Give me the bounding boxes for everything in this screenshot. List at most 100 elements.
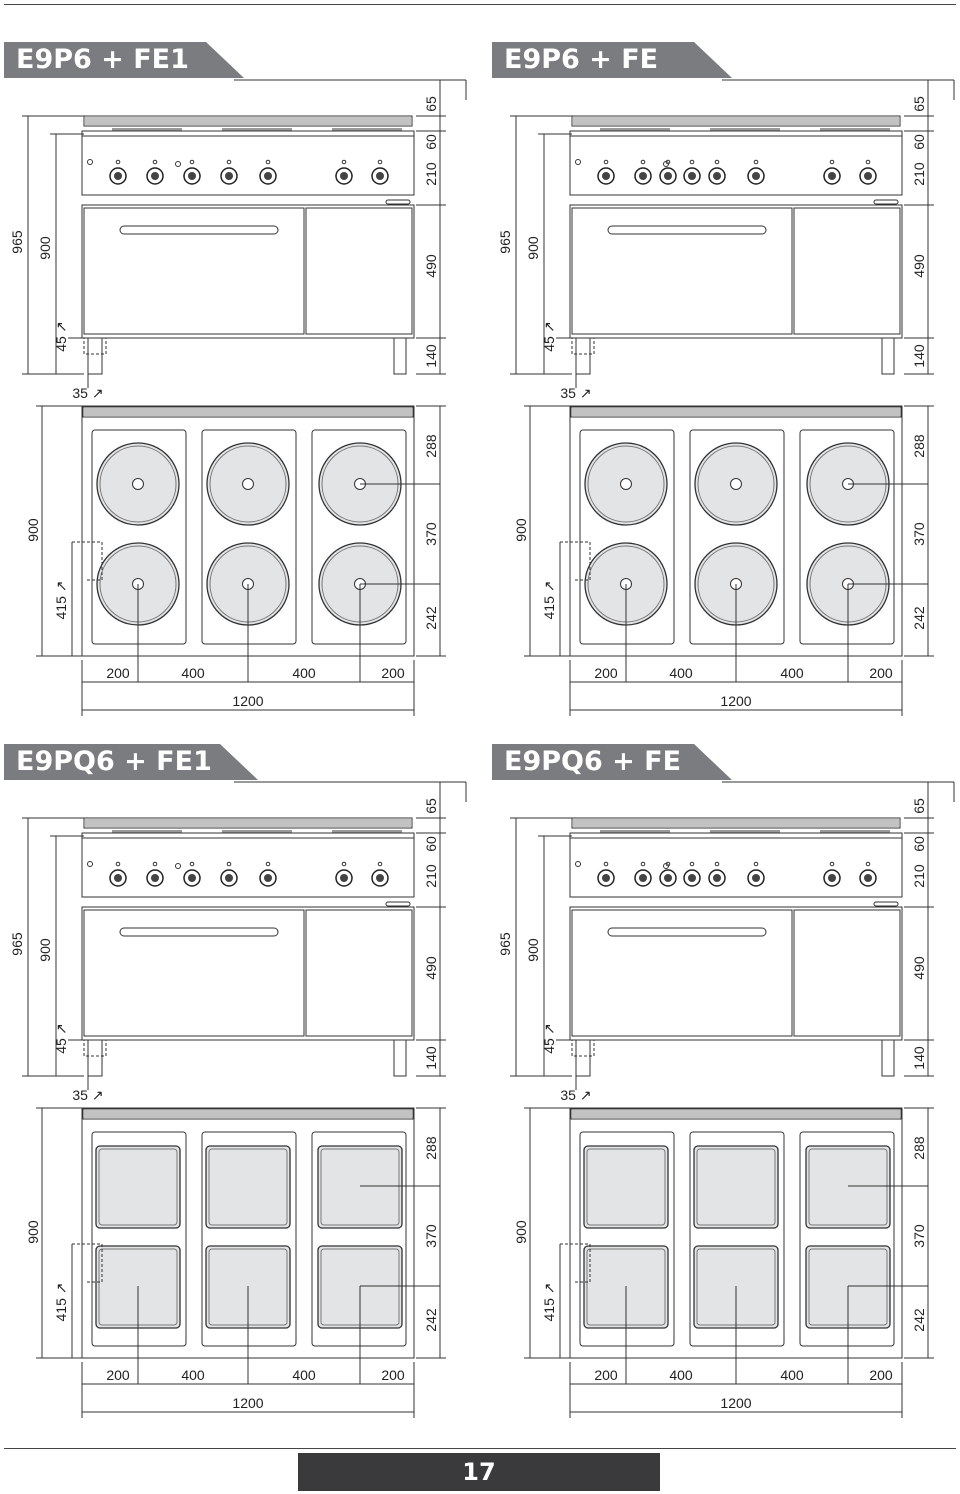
hotplate-ring bbox=[697, 445, 775, 523]
hotplate-center bbox=[730, 478, 742, 490]
leg bbox=[393, 337, 407, 375]
knob-center bbox=[376, 172, 384, 180]
dim-depth-a: 288 bbox=[911, 1136, 927, 1160]
hotplate-edge bbox=[98, 1148, 178, 1226]
dim-h-controls: 210 bbox=[911, 864, 927, 888]
knob-center bbox=[151, 874, 159, 882]
dim-depth-b: 370 bbox=[911, 1224, 927, 1248]
plate-edge bbox=[820, 830, 890, 833]
dim-w-a: 200 bbox=[106, 665, 130, 681]
top-rule bbox=[4, 4, 956, 5]
knob-center bbox=[188, 874, 196, 882]
dim-w-total: 1200 bbox=[720, 1395, 751, 1411]
knob-center bbox=[828, 874, 836, 882]
dim-h-top: 65 bbox=[423, 798, 439, 814]
plate-edge bbox=[600, 830, 670, 833]
dim-leg-b: 35 ↗ bbox=[72, 385, 103, 401]
square-hotplate bbox=[317, 1145, 403, 1229]
dim-rear-offset: 415 ↗ bbox=[53, 581, 69, 620]
rear-connection bbox=[72, 1243, 103, 1283]
dim-w-c: 400 bbox=[292, 1367, 316, 1383]
dim-h-legs: 140 bbox=[423, 344, 439, 368]
hotplate-center bbox=[242, 478, 254, 490]
dim-leg-a: 45 bbox=[53, 1038, 69, 1054]
plate-edge bbox=[332, 128, 402, 131]
page-number: 17 bbox=[298, 1453, 660, 1491]
rear-grille bbox=[570, 1108, 902, 1120]
knob-indicator bbox=[115, 159, 121, 165]
plate-edge bbox=[710, 830, 780, 833]
dim-h-body: 900 bbox=[525, 236, 541, 260]
knob-indicator bbox=[603, 861, 609, 867]
hotplate-ring bbox=[99, 445, 177, 523]
knob-center bbox=[151, 172, 159, 180]
dim-w-a: 200 bbox=[106, 1367, 130, 1383]
dim-h-panel: 60 bbox=[911, 134, 927, 150]
model-title: E9PQ6 + FE bbox=[492, 744, 732, 780]
knob-indicator bbox=[865, 159, 871, 165]
dim-h-controls: 210 bbox=[423, 162, 439, 186]
dim-h-oven: 490 bbox=[423, 956, 439, 980]
model-title: E9PQ6 + FE1 bbox=[4, 744, 258, 780]
hotplate-edge bbox=[320, 1148, 400, 1226]
dim-w-d: 200 bbox=[869, 1367, 893, 1383]
knob-indicator bbox=[377, 861, 383, 867]
dim-h-body: 900 bbox=[37, 236, 53, 260]
knob-indicator bbox=[829, 861, 835, 867]
leg-adjust-icon: ↗ bbox=[541, 1023, 557, 1035]
cabinet-door bbox=[305, 207, 413, 335]
hotplate-ring bbox=[587, 445, 665, 523]
plate-edge bbox=[600, 128, 670, 131]
hotplate-edge bbox=[208, 1148, 288, 1226]
dim-rear-offset: 415 ↗ bbox=[541, 1283, 557, 1322]
dim-top-depth: 900 bbox=[513, 1220, 529, 1244]
knob-center bbox=[688, 172, 696, 180]
knob-center bbox=[225, 874, 233, 882]
dim-leg-b: 35 ↗ bbox=[560, 385, 591, 401]
knob-center bbox=[225, 172, 233, 180]
dim-h-panel: 60 bbox=[423, 134, 439, 150]
knob-indicator bbox=[689, 159, 695, 165]
plate-edge bbox=[112, 830, 182, 833]
dim-depth-c: 242 bbox=[911, 606, 927, 630]
pilot-light bbox=[575, 159, 581, 165]
dim-depth-c: 242 bbox=[423, 606, 439, 630]
square-hotplate bbox=[693, 1145, 779, 1229]
dim-depth-b: 370 bbox=[423, 1224, 439, 1248]
knob-indicator bbox=[115, 861, 121, 867]
dim-w-d: 200 bbox=[381, 665, 405, 681]
leg-adjust-icon: ↗ bbox=[53, 321, 69, 333]
leg-adjust bbox=[83, 337, 107, 355]
dim-h-legs: 140 bbox=[911, 344, 927, 368]
dim-leg-b: 35 ↗ bbox=[72, 1087, 103, 1103]
dim-w-b: 400 bbox=[181, 665, 205, 681]
model-title: E9P6 + FE bbox=[492, 42, 732, 78]
dim-w-total: 1200 bbox=[232, 693, 263, 709]
dim-h-total: 965 bbox=[497, 230, 513, 254]
rear-connection bbox=[72, 541, 103, 581]
knob-center bbox=[639, 172, 647, 180]
knob-center bbox=[713, 172, 721, 180]
knob-indicator bbox=[640, 159, 646, 165]
knob-indicator bbox=[189, 861, 195, 867]
rear-grille bbox=[82, 1108, 414, 1120]
hotplate-center bbox=[132, 478, 144, 490]
dim-h-oven: 490 bbox=[423, 254, 439, 278]
knob-center bbox=[664, 874, 672, 882]
leg-adjust bbox=[571, 1039, 595, 1057]
knob-center bbox=[340, 874, 348, 882]
knob-indicator bbox=[265, 159, 271, 165]
knob-indicator bbox=[265, 861, 271, 867]
oven-handle bbox=[607, 225, 767, 235]
oven-handle bbox=[607, 927, 767, 937]
square-hotplate bbox=[583, 1145, 669, 1229]
dim-h-top: 65 bbox=[911, 798, 927, 814]
knob-indicator bbox=[714, 159, 720, 165]
control-panel bbox=[569, 832, 903, 898]
leg-adjust bbox=[83, 1039, 107, 1057]
dim-depth-c: 242 bbox=[911, 1308, 927, 1332]
